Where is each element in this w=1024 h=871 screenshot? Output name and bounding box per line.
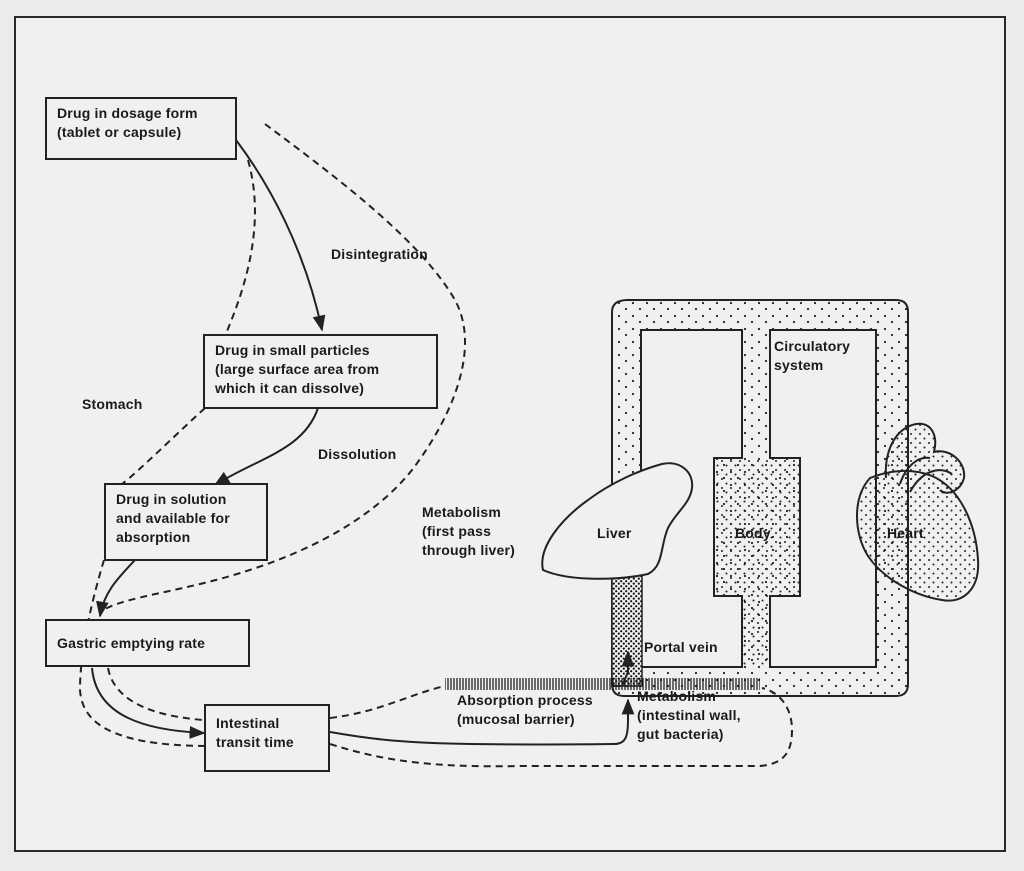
label-circulatory-system: Circulatory system <box>774 338 851 373</box>
solid-arrows <box>91 139 635 746</box>
box-dosage-form: Drug in dosage form (tablet or capsule) <box>45 97 237 160</box>
liver-shape <box>541 462 694 580</box>
box-gastric-emptying: Gastric emptying rate <box>45 619 250 667</box>
label-liver: Liver <box>597 525 632 541</box>
absorption-band <box>445 678 760 690</box>
label-metabolism-intestinal: Metabolism (intestinal wall, gut bacteri… <box>637 688 741 742</box>
label-portal-vein: Portal vein <box>644 639 718 655</box>
label-absorption-process: Absorption process (mucosal barrier) <box>457 692 593 727</box>
heart-shape <box>856 422 980 602</box>
box-drug-solution: Drug in solution and available for absor… <box>104 483 268 561</box>
box-small-particles: Drug in small particles (large surface a… <box>203 334 438 409</box>
label-dissolution: Dissolution <box>318 446 397 462</box>
label-body: Body <box>735 525 771 541</box>
box-intestinal-transit: Intestinal transit time <box>204 704 330 772</box>
circulatory-system-loop <box>611 299 909 697</box>
label-metabolism-liver: Metabolism (first pass through liver) <box>422 504 516 558</box>
label-stomach: Stomach <box>82 396 143 412</box>
label-heart: Heart <box>887 525 924 541</box>
label-disintegration: Disintegration <box>331 246 428 262</box>
dashed-paths <box>78 123 794 768</box>
